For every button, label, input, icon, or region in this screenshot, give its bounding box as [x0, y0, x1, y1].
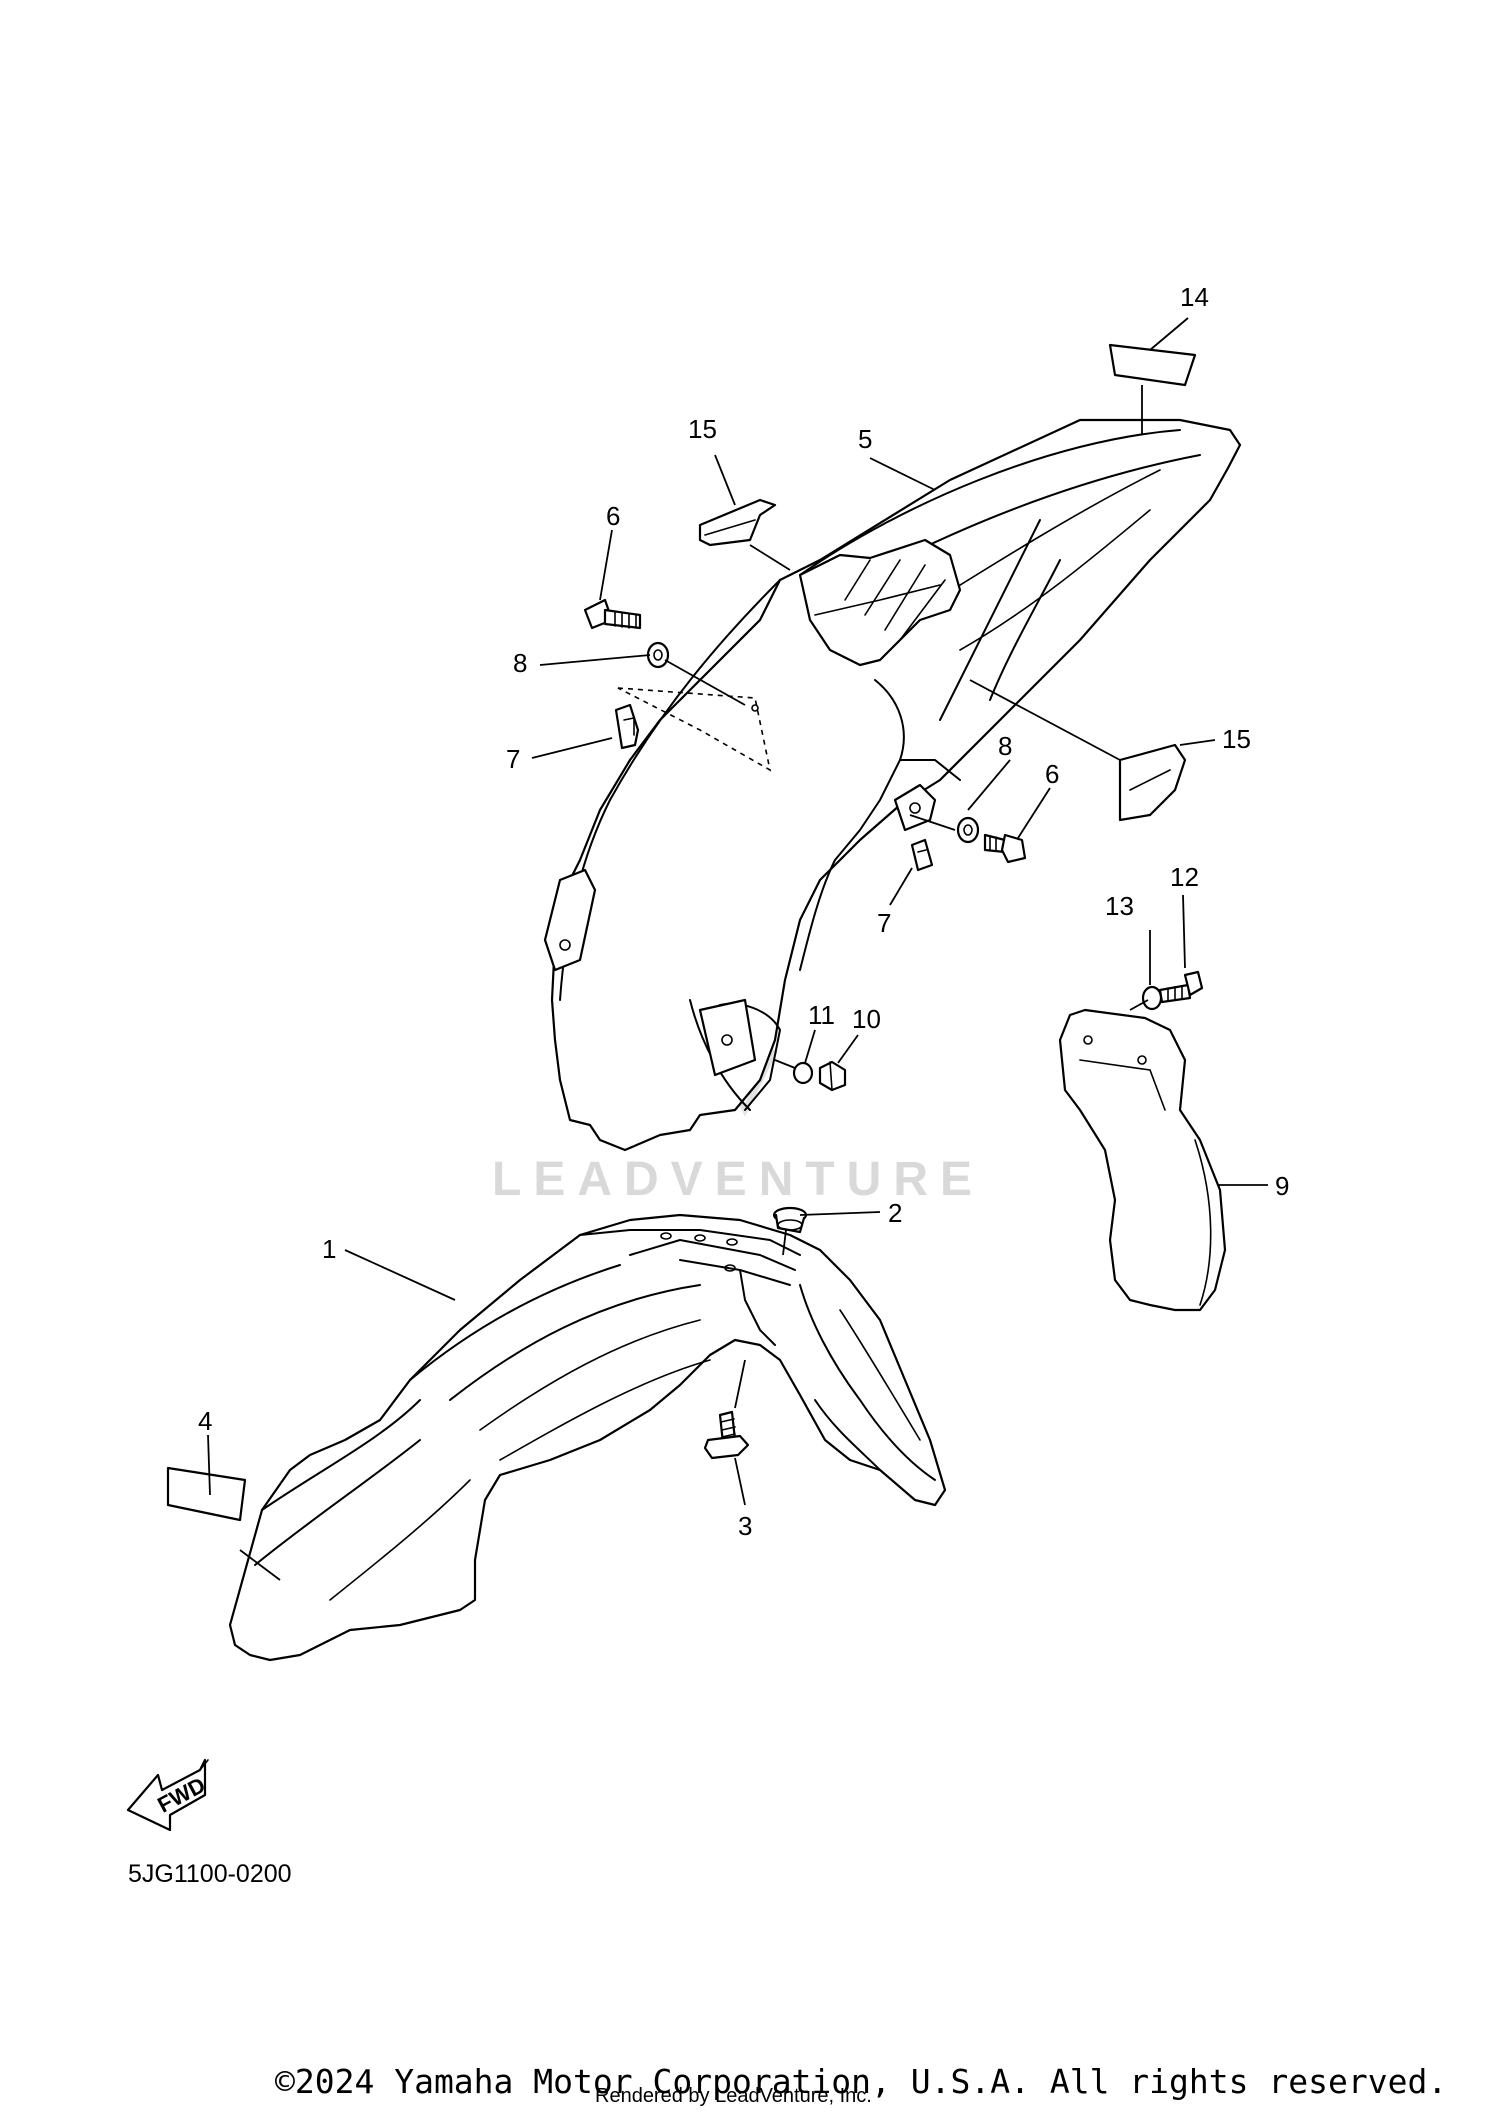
leader-lines — [207, 317, 1268, 1581]
callout-3: 3 — [738, 1511, 752, 1541]
callout-6a: 6 — [606, 501, 620, 531]
rendered-by-notice: Rendered by LeadVenture, Inc. — [595, 2085, 872, 2107]
diagram-code: 5JG1100-0200 — [128, 1860, 292, 1888]
watermark-text: LEADVENTURE — [492, 1153, 984, 1206]
bolt-10 — [818, 1060, 847, 1092]
callout-4: 4 — [198, 1406, 212, 1436]
decal-4 — [166, 1466, 247, 1522]
rear-fender — [543, 418, 1242, 1152]
decal-15b — [1118, 743, 1187, 822]
decal-14 — [1108, 343, 1197, 387]
washer-13 — [1141, 985, 1163, 1011]
callout-1: 1 — [322, 1234, 336, 1264]
callout-15b: 15 — [1222, 724, 1251, 754]
bolt-6a — [583, 598, 642, 630]
washer-8a — [646, 641, 670, 669]
bolt-6b — [983, 833, 1027, 864]
callout-14: 14 — [1180, 282, 1209, 312]
copyright-notice: ©2024 Yamaha Motor Corporation, U.S.A. A… — [275, 2062, 1448, 2101]
callouts: 14 5 15 6 8 7 15 8 6 7 12 13 11 10 9 2 1… — [198, 282, 1289, 1541]
mud-flap — [1058, 1008, 1227, 1312]
callout-5: 5 — [858, 424, 872, 454]
callout-7b: 7 — [877, 908, 891, 938]
callout-11: 11 — [808, 1000, 835, 1030]
bolt-3 — [703, 1410, 750, 1460]
clip-7b — [910, 838, 934, 872]
front-fender — [228, 1213, 947, 1662]
callout-6b: 6 — [1045, 759, 1059, 789]
fwd-arrow-icon: FWD — [126, 1758, 209, 1832]
callout-15a: 15 — [688, 414, 717, 444]
clip-7a — [614, 703, 640, 750]
callout-12: 12 — [1170, 862, 1199, 892]
washer-8b — [956, 816, 980, 844]
decal-15a — [698, 498, 777, 547]
collar-11 — [792, 1061, 814, 1085]
callout-9: 9 — [1275, 1171, 1289, 1201]
callout-7a: 7 — [506, 744, 520, 774]
callout-2: 2 — [888, 1198, 902, 1228]
grommet-2 — [772, 1206, 808, 1234]
callout-8a: 8 — [513, 648, 527, 678]
screw-12 — [1158, 970, 1204, 1004]
callout-10: 10 — [852, 1004, 881, 1034]
callout-8b: 8 — [998, 731, 1012, 761]
callout-13: 13 — [1105, 891, 1134, 921]
